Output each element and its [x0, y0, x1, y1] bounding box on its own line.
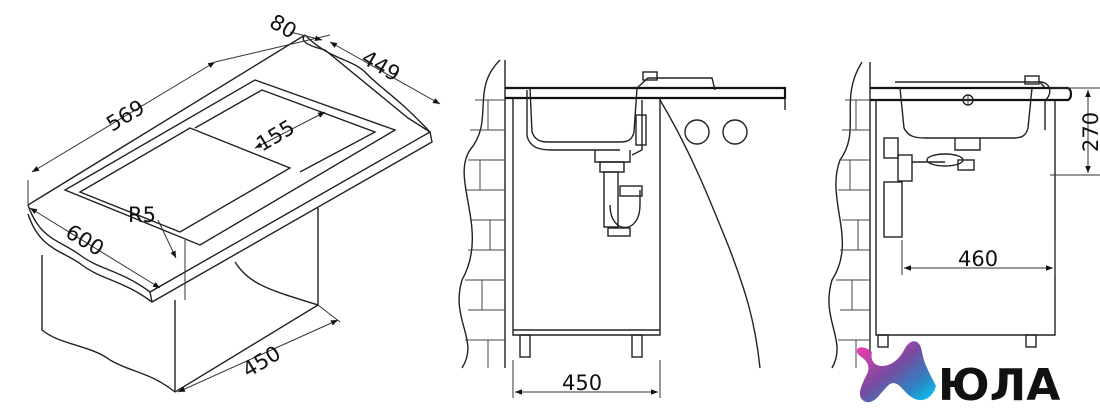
dim-600-label: 600 — [61, 220, 108, 261]
front-drainboard — [636, 77, 716, 91]
siphon-cap — [607, 227, 631, 237]
dim-r5-label: R5 — [128, 203, 156, 227]
siphon-outlet — [619, 185, 643, 197]
front-cabinet — [512, 98, 661, 336]
front-sink-outer — [526, 90, 620, 151]
dim-450-front-label: 450 — [562, 371, 602, 395]
front-overflow-cap — [642, 71, 658, 81]
side-faucet-cross — [963, 95, 973, 105]
side-section-view: 460 270 — [828, 61, 1100, 369]
side-drain — [954, 138, 981, 151]
side-cabinet — [875, 100, 1056, 336]
front-sink-bowl — [529, 87, 638, 143]
side-wall-bricks — [836, 99, 870, 368]
siphon-trap — [609, 190, 641, 229]
front-countertop — [505, 86, 787, 100]
side-sink-bowl — [895, 81, 1046, 139]
sink-drainboard — [194, 89, 377, 173]
yula-logo-text: ЮЛА — [938, 360, 1060, 408]
front-leg-left — [519, 334, 531, 358]
countertop-corner — [149, 291, 153, 303]
dim-80-label: 80 — [266, 10, 301, 44]
side-siphon-join — [897, 154, 913, 182]
cabinet-floor-wave — [234, 261, 319, 306]
side-sink-lip — [1039, 81, 1051, 130]
dim-600-line — [29, 207, 161, 289]
siphon-pipe — [603, 171, 619, 228]
dim-450-left-line — [177, 319, 339, 393]
dim-80-line — [289, 31, 323, 42]
front-wave-cut — [659, 99, 761, 369]
dim-569-line — [31, 61, 216, 173]
dim-155-label: 155 — [252, 115, 299, 156]
yula-logo-icon — [856, 341, 936, 403]
cabinet-left-side — [41, 255, 176, 393]
side-leg-left — [877, 334, 889, 348]
side-leg-right — [1025, 334, 1037, 348]
isometric-view: 569 80 449 155 R5 600 450 — [27, 10, 441, 393]
wall-bricks — [465, 99, 505, 368]
yula-logo: ЮЛА — [856, 341, 1060, 411]
side-overflow-cap — [1024, 75, 1040, 85]
pipe-hole-1 — [684, 119, 710, 145]
dim-r5-leader — [157, 219, 177, 259]
pipe-hole-2 — [722, 119, 748, 145]
drain-nut — [599, 161, 625, 173]
dim-450-left-ext — [317, 304, 341, 323]
dim-80-ext — [214, 34, 331, 63]
drain-body — [594, 150, 631, 163]
front-section-view: 450 — [458, 59, 787, 398]
dim-155-line — [254, 111, 326, 149]
countertop-front-edge — [27, 131, 433, 303]
dim-460-label: 460 — [958, 247, 998, 271]
wall-wave-edge — [458, 59, 501, 369]
overflow-pipe — [631, 100, 643, 156]
side-wall-wave — [828, 61, 863, 369]
side-siphon-top — [883, 137, 899, 159]
side-drain-nut — [957, 159, 975, 171]
dim-569-label: 569 — [102, 95, 149, 136]
dim-449-line — [329, 41, 441, 105]
sink-rim — [63, 79, 397, 246]
dim-270-label: 270 — [1079, 112, 1100, 152]
overflow-hose — [635, 114, 647, 146]
side-siphon-pipe — [883, 181, 903, 238]
front-leg-right — [631, 334, 643, 358]
